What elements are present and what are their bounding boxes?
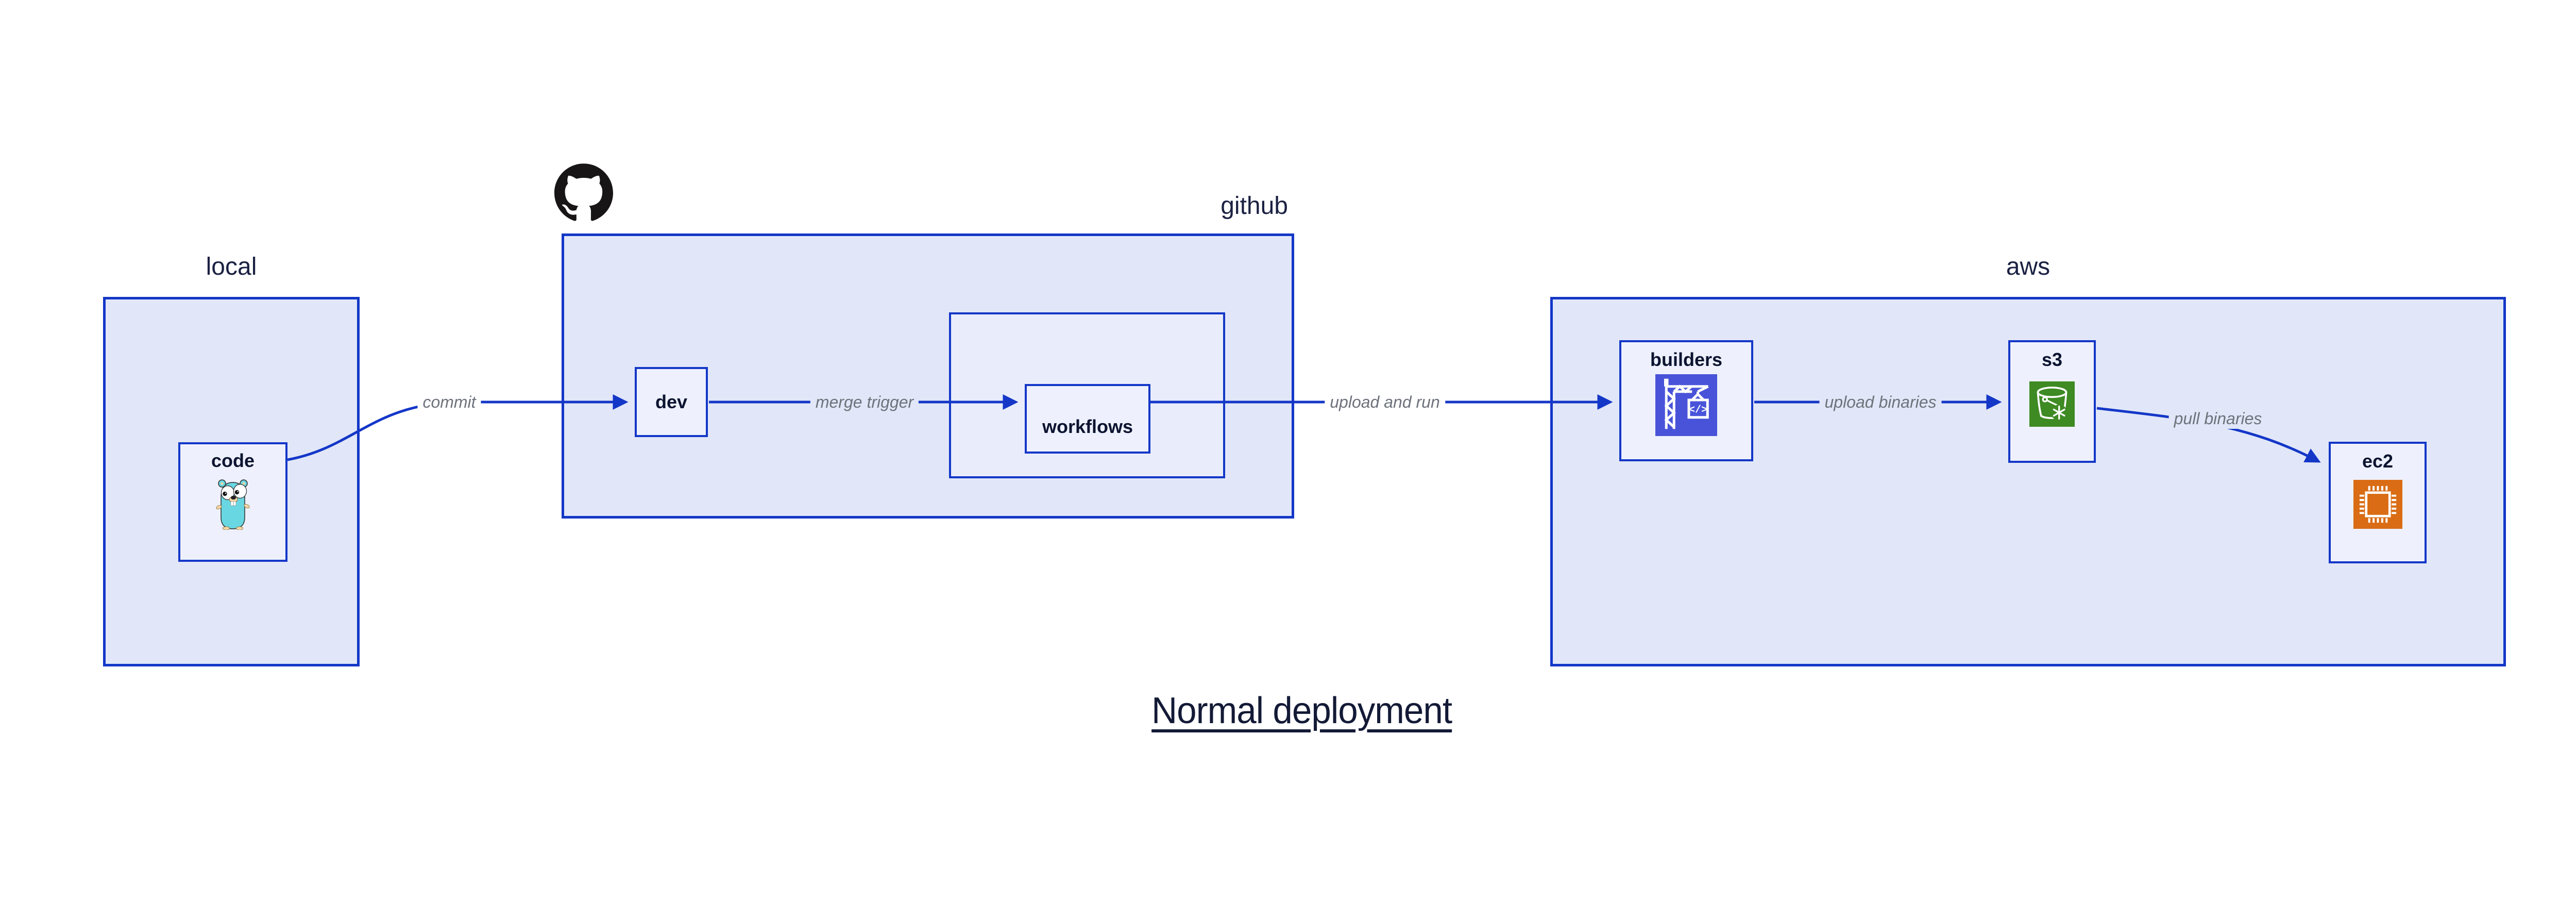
node-label-workflows: workflows xyxy=(1042,415,1133,437)
node-label-code: code xyxy=(211,450,255,471)
github-octocat-icon xyxy=(554,163,613,221)
edge-label-pull-binaries: pull binaries xyxy=(2168,408,2267,429)
edge-label-commit: commit xyxy=(417,392,481,412)
node-label-builders: builders xyxy=(1650,349,1723,370)
node-label-dev: dev xyxy=(655,391,688,412)
edge-label-upload-binaries: upload binaries xyxy=(1819,392,1942,412)
node-s3: s3 xyxy=(2008,340,2096,463)
node-dev: dev xyxy=(635,367,708,437)
aws-s3-glacier-bucket-icon xyxy=(2029,381,2075,427)
aws-codebuild-icon: </> xyxy=(1655,374,1717,436)
diagram-title: Normal deployment xyxy=(0,690,2576,732)
aws-ec2-chip-icon xyxy=(2353,480,2402,529)
diagram-title-text: Normal deployment xyxy=(1151,690,1453,731)
go-gopher-icon xyxy=(216,479,250,530)
svg-text:</>: </> xyxy=(1689,405,1707,416)
node-label-ec2: ec2 xyxy=(2362,450,2394,472)
node-workflows: workflows xyxy=(1025,384,1150,454)
group-label-local: local xyxy=(206,253,257,280)
node-builders: builders </> xyxy=(1619,340,1753,461)
node-code: code xyxy=(178,442,287,562)
group-label-github: github xyxy=(1221,192,1288,220)
group-label-aws: aws xyxy=(2006,253,2050,280)
node-ec2: ec2 xyxy=(2329,442,2427,563)
edge-label-merge-trigger: merge trigger xyxy=(810,392,919,412)
edge-label-upload-and-run: upload and run xyxy=(1325,392,1445,412)
node-label-s3: s3 xyxy=(2041,349,2063,370)
